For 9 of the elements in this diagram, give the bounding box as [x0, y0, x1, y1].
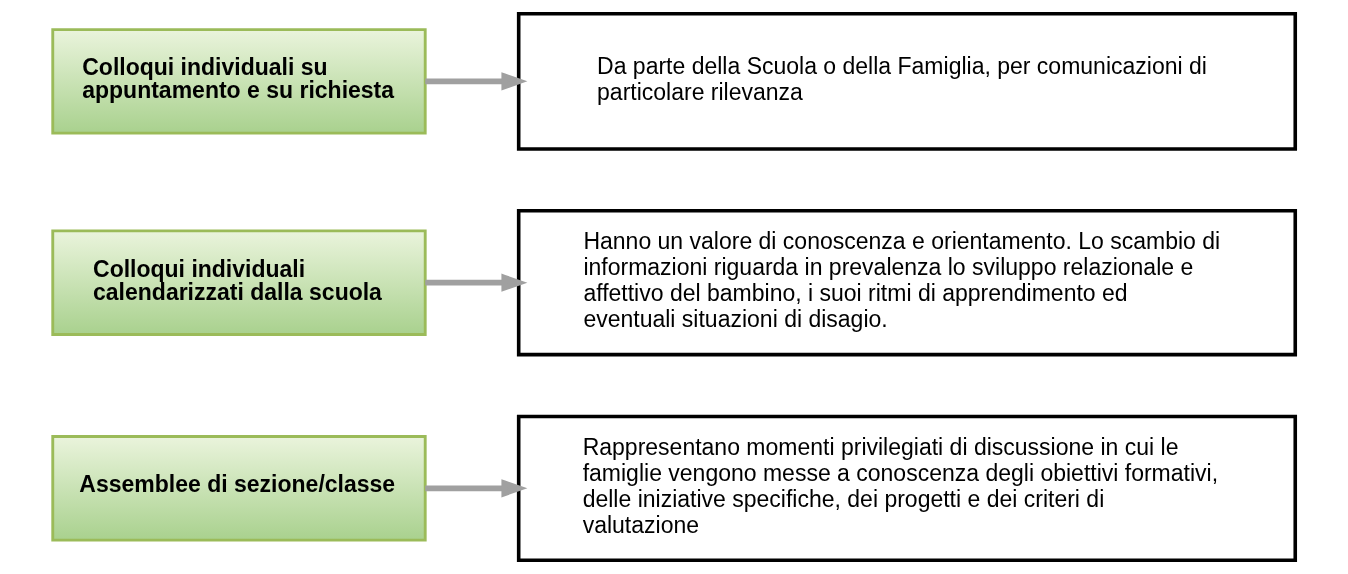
arrow: [425, 273, 528, 292]
node-box: Assemblee di sezione/classe: [51, 435, 427, 542]
node-box: Rappresentano momenti privilegiati di discussione in cui le famiglie vengono messe a conoscenza degli obiettivi formativi, delle iniziative specifiche, dei progetti e dei criteri di valutazione: [516, 414, 1298, 563]
node-box: Colloqui individuali calendarizzati dalla scuola: [51, 229, 427, 336]
arrow: [425, 72, 528, 91]
node-box: Colloqui individuali su appuntamento e su richiesta: [51, 28, 427, 135]
node-box: Hanno un valore di conoscenza e orientamento. Lo scambio di informazioni riguarda in prevalenza lo sviluppo relazionale e affettivo del bambino, i suoi ritmi di apprendimento ed eventuali situazioni di disagio.: [516, 209, 1298, 357]
node-box: Da parte della Scuola o della Famiglia, per comunicazioni di particolare rilevanza: [516, 11, 1298, 151]
arrow: [425, 479, 528, 498]
